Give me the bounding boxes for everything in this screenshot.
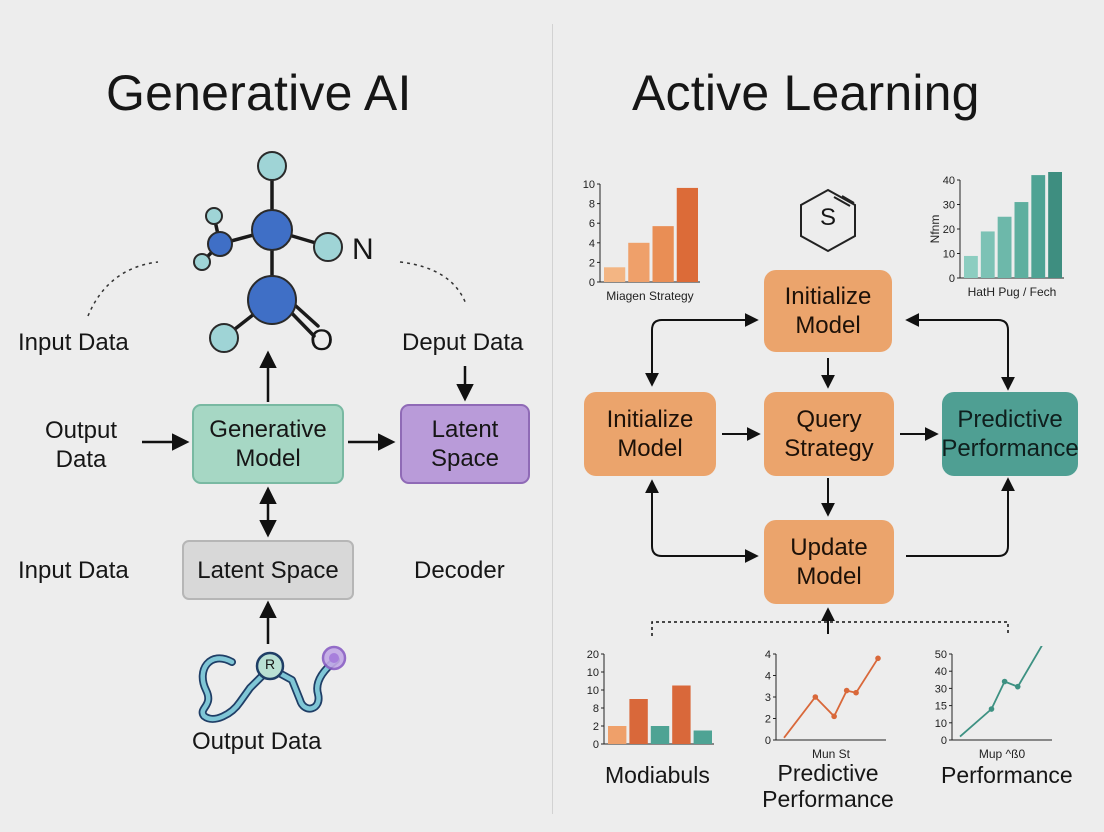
data-point [1014, 683, 1021, 690]
query-strategy-node: Query Strategy [764, 392, 894, 476]
y-tick-label: 15 [935, 701, 947, 713]
series-line [959, 646, 1043, 738]
bar [652, 226, 674, 282]
y-tick-label: 2 [593, 721, 599, 733]
benzene-s-logo [800, 188, 856, 253]
predictive-performance-node: Predictive Performance [941, 392, 1079, 476]
y-tick-label: 0 [949, 273, 955, 285]
output-data-mid-label: Output Data [44, 417, 118, 473]
bar [997, 216, 1012, 278]
atom-n-label: N [352, 233, 374, 266]
x-axis-label: Mun St [812, 747, 851, 761]
modiabuls-label: Modiabuls [605, 762, 710, 788]
initialize-model-left-node: Initialize Model [584, 392, 716, 476]
update-model-node: Update Model [764, 520, 894, 604]
y-axis-label: Nfnm [930, 215, 942, 244]
y-tick-label: 40 [935, 666, 947, 678]
bar [629, 699, 648, 744]
bar [1014, 202, 1029, 278]
data-point [831, 713, 837, 720]
bar [1048, 172, 1062, 278]
active-learning-title: Active Learning [632, 65, 980, 121]
ring-r-label: R [264, 656, 276, 672]
y-tick-label: 4 [765, 671, 771, 683]
y-tick-label: 10 [587, 685, 599, 697]
data-point [875, 655, 881, 662]
x-axis-label: Mup ^ß0 [979, 747, 1026, 761]
performance-label: Performance [941, 762, 1073, 788]
latent-space-right-node: Latent Space [400, 404, 530, 484]
x-axis-label: Miagen Strategy [606, 289, 693, 303]
y-tick-label: 0 [593, 739, 599, 751]
y-tick-label: 3 [765, 692, 771, 704]
initialize-model-top-node: Initialize Model [764, 270, 892, 352]
data-point [988, 706, 995, 712]
generative-ai-title: Generative AI [106, 65, 412, 121]
bar [980, 231, 995, 278]
series-line [783, 657, 879, 739]
dashed-arc-left [87, 261, 159, 317]
y-tick-label: 4 [589, 238, 595, 250]
output-data-bottom-label: Output Data [192, 728, 322, 755]
bar [1031, 175, 1046, 278]
y-tick-label: 0 [589, 277, 595, 289]
y-tick-label: 10 [587, 667, 599, 679]
y-tick-label: 6 [589, 218, 595, 230]
y-tick-label: 30 [935, 683, 947, 695]
panel-divider [552, 24, 553, 814]
y-tick-label: 20 [587, 649, 599, 661]
atom-o-label: O [310, 324, 334, 357]
left-diagram-graphics [87, 151, 474, 723]
latent-space-bottom-node: Latent Space [182, 540, 354, 600]
ring-chain-icon [198, 645, 347, 723]
bar [964, 255, 978, 278]
right-flow-graphics [645, 188, 1015, 636]
bar [650, 726, 670, 744]
bar [604, 267, 626, 282]
bar [672, 685, 691, 744]
generative-model-node: Generative Model [192, 404, 344, 484]
y-tick-label: 8 [589, 199, 595, 211]
deput-data-label: Deput Data [402, 329, 524, 356]
bar [676, 187, 698, 282]
y-tick-label: 0 [765, 735, 771, 747]
y-tick-label: 2 [765, 714, 771, 726]
y-tick-label: 4 [765, 649, 771, 661]
y-tick-label: 10 [935, 718, 947, 730]
data-point [843, 687, 850, 694]
predictive-performance-label: Predictive Performance [762, 760, 894, 812]
data-point [853, 689, 859, 696]
data-point [812, 694, 819, 700]
data-point [1001, 678, 1008, 685]
y-tick-label: 30 [943, 200, 955, 212]
y-tick-label: 8 [593, 703, 599, 715]
bar [693, 730, 712, 744]
benzene-s-logo-letter: S [819, 204, 836, 231]
input-data-top-label: Input Data [18, 329, 129, 356]
y-tick-label: 50 [935, 649, 947, 661]
y-tick-label: 10 [583, 179, 595, 191]
dashed-arc-right [399, 261, 467, 305]
y-tick-label: 0 [941, 735, 947, 747]
y-tick-label: 2 [589, 257, 595, 269]
y-tick-label: 40 [943, 175, 955, 187]
bar [628, 242, 650, 282]
input-data-bottom-label: Input Data [18, 557, 129, 584]
bar [608, 726, 627, 744]
y-tick-label: 10 [943, 249, 955, 261]
x-axis-label: HatH Pug / Fech [968, 285, 1057, 299]
decoder-label: Decoder [414, 557, 505, 584]
y-tick-label: 20 [943, 224, 955, 236]
